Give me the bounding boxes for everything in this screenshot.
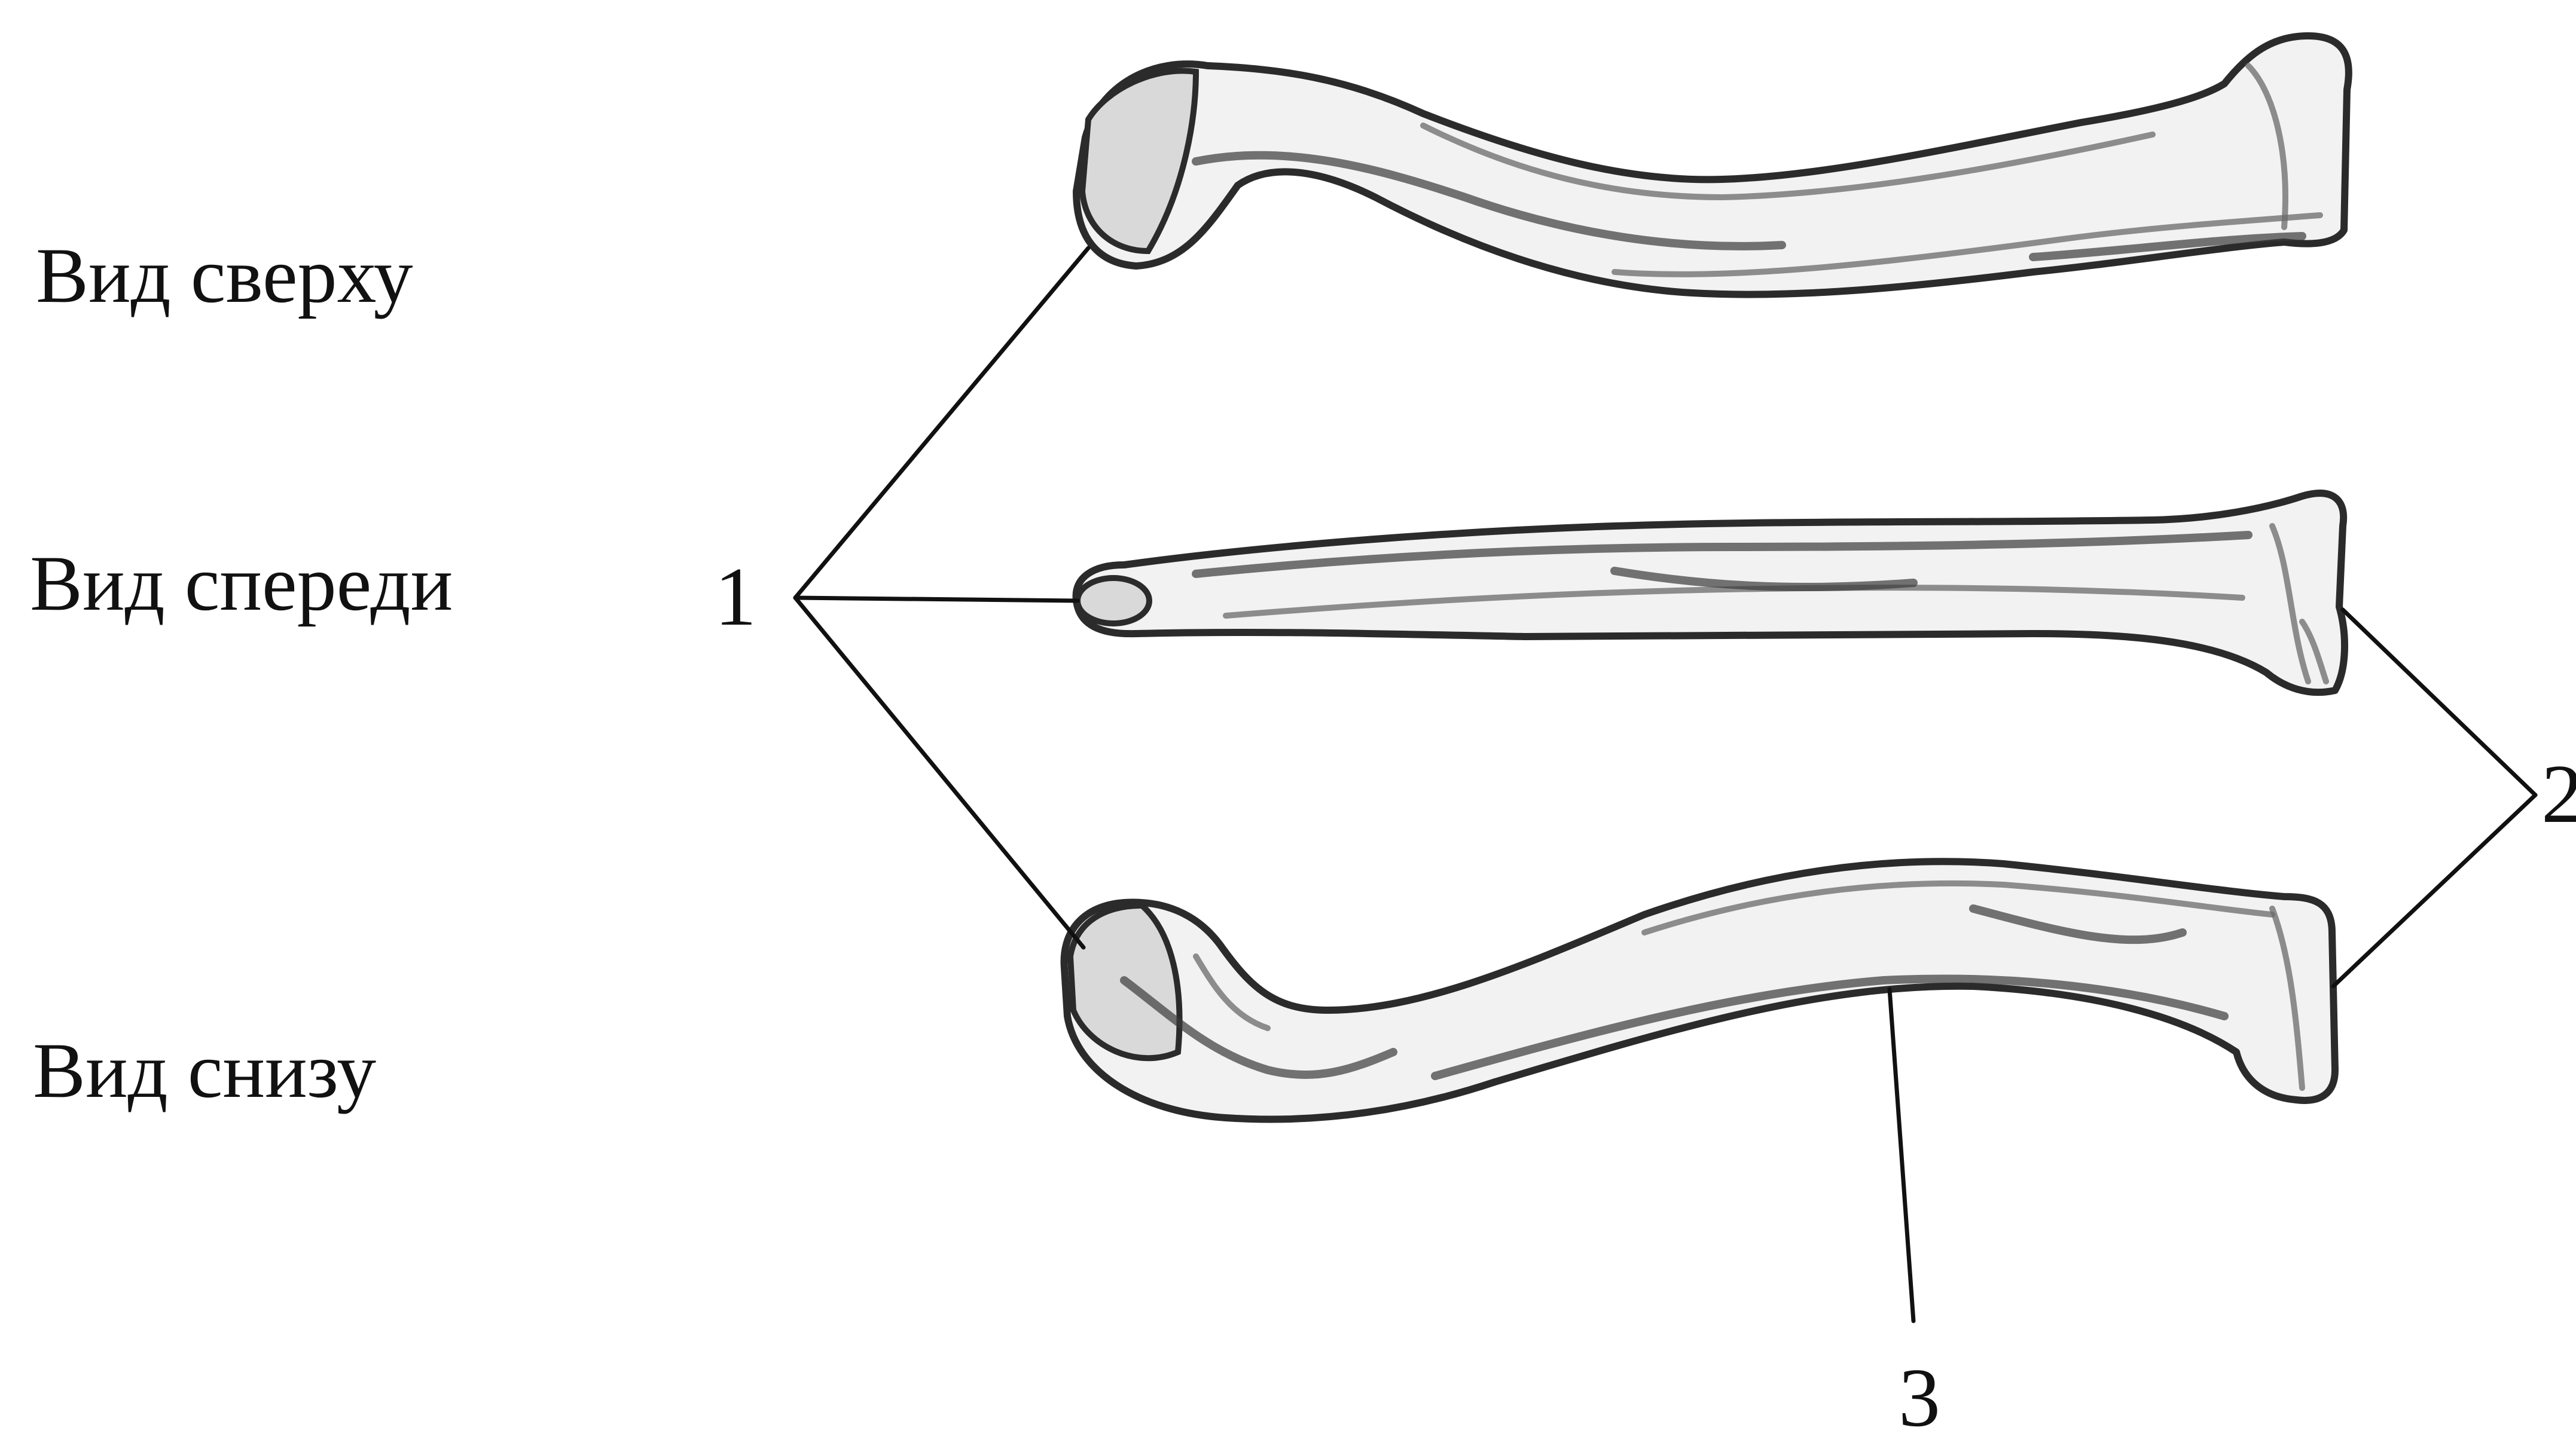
label-bottom-view: Вид снизу — [33, 1026, 376, 1114]
label-front-view: Вид спереди — [30, 539, 453, 627]
label-top-view: Вид сверху — [36, 231, 413, 319]
leader-line-3 — [1890, 989, 1913, 1321]
marker-2: 2 — [2541, 748, 2576, 840]
leader-lines-2 — [2333, 610, 2535, 986]
marker-3: 3 — [1899, 1352, 1940, 1434]
clavicle-top-view — [1076, 36, 2349, 295]
marker-1: 1 — [715, 551, 756, 643]
leader-lines-1 — [795, 248, 1088, 947]
clavicle-bottom-view — [1064, 861, 2335, 1119]
clavicle-front-view — [1076, 493, 2345, 692]
